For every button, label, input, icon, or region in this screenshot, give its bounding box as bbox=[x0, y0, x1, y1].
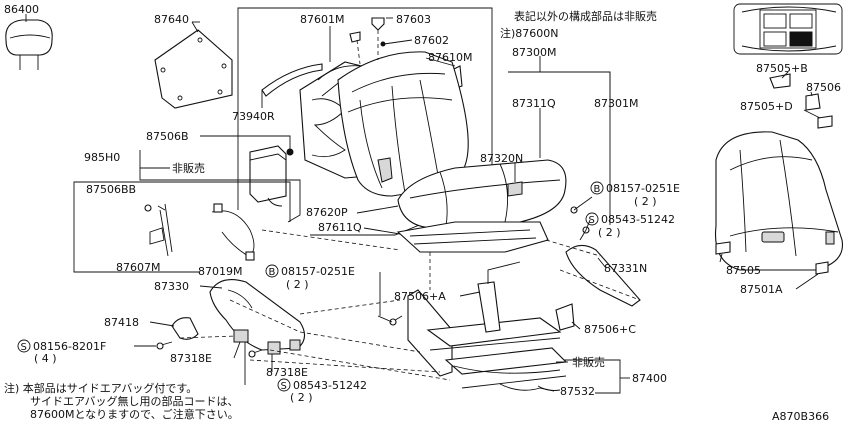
leader-lines bbox=[25, 14, 821, 392]
circle-b-1 bbox=[590, 181, 604, 195]
label-08157-b: 08157-0251E bbox=[281, 265, 355, 278]
back-board-part bbox=[154, 21, 233, 109]
label-87311Q: 87311Q bbox=[512, 97, 556, 110]
footnote-line-3: 87600Mとなりますので、ご注意下さい。 bbox=[30, 407, 239, 421]
label-87532: 87532 bbox=[560, 385, 595, 398]
seat-rail-frame-part bbox=[407, 281, 568, 391]
side-cover-87331N-part bbox=[565, 244, 641, 307]
harness-87019M-part bbox=[211, 203, 255, 261]
footnote-line-1: 注) 本部品はサイドエアバッグ付です。 bbox=[4, 381, 197, 395]
label-87506C: 87506+C bbox=[584, 323, 636, 336]
screw-08543-b-part bbox=[248, 349, 263, 358]
label-87505: 87505 bbox=[726, 264, 761, 277]
knob-87418-part bbox=[171, 317, 199, 340]
label-08157-b-qty: ( 2 ) bbox=[286, 278, 309, 291]
label-08157-a: 08157-0251E bbox=[606, 182, 680, 195]
label-87640: 87640 bbox=[154, 13, 189, 26]
cushion-frame-part bbox=[396, 221, 549, 253]
screw-08157-b-part bbox=[389, 315, 403, 326]
label-87501A: 87501A bbox=[740, 283, 783, 296]
label-08543-b-qty: ( 2 ) bbox=[290, 391, 313, 404]
label-87019M: 87019M bbox=[198, 265, 242, 278]
label-87603: 87603 bbox=[396, 13, 431, 26]
headrest-part bbox=[5, 19, 53, 70]
circle-s-2 bbox=[17, 339, 31, 353]
airbag-module-part bbox=[249, 145, 287, 207]
seatback-group-bracket bbox=[237, 7, 493, 236]
complete-seat-part bbox=[714, 131, 844, 275]
label-87602: 87602 bbox=[414, 34, 449, 47]
label-08156-qty: ( 4 ) bbox=[34, 352, 57, 365]
screw-08543-a-part bbox=[579, 226, 590, 241]
clip-87318E-a-part bbox=[233, 329, 249, 343]
label-08543-a-qty: ( 2 ) bbox=[598, 226, 621, 239]
screw-08156-part bbox=[156, 341, 173, 350]
circle-s-3-text: S bbox=[281, 381, 287, 392]
trim-87506-part bbox=[805, 93, 821, 111]
label-86400: 86400 bbox=[4, 3, 39, 16]
label-87505B: 87505+B bbox=[756, 62, 808, 75]
label-08157-a-qty: ( 2 ) bbox=[634, 195, 657, 208]
label-87607M: 87607M bbox=[116, 261, 160, 274]
harness-87607M-part bbox=[144, 203, 173, 257]
label-87611Q: 87611Q bbox=[318, 221, 362, 234]
label-87400: 87400 bbox=[632, 372, 667, 385]
circle-s-1 bbox=[585, 212, 599, 226]
figure-code: A870B366 bbox=[772, 410, 829, 423]
circle-s-2-text: S bbox=[21, 342, 27, 353]
label-08156: 08156-8201F bbox=[33, 340, 106, 353]
label-87506: 87506 bbox=[806, 81, 841, 94]
wire-73940R-part bbox=[261, 63, 323, 97]
label-87506A: 87506+A bbox=[394, 290, 446, 303]
label-87320N: 87320N bbox=[480, 152, 523, 165]
footnote-line-2: サイドエアバッグ無し用の部品コードは、 bbox=[30, 394, 239, 408]
label-87601M: 87601M bbox=[300, 13, 344, 26]
circle-b-2 bbox=[265, 264, 279, 278]
label-87610M: 87610M bbox=[428, 51, 472, 64]
bracket-87506C-part bbox=[555, 303, 575, 331]
label-nonsale-2: 非販売 bbox=[572, 356, 605, 369]
label-87301M: 87301M bbox=[594, 97, 638, 110]
seatback-cushion-part bbox=[337, 51, 469, 197]
circle-s-3 bbox=[277, 378, 291, 392]
label-985H0: 985H0 bbox=[84, 151, 120, 164]
label-87506B: 87506B bbox=[146, 130, 189, 143]
circle-b-1-text: B bbox=[594, 184, 601, 195]
header-note: 表記以外の構成部品は非販売 bbox=[514, 9, 657, 23]
label-87330: 87330 bbox=[154, 280, 189, 293]
label-87418: 87418 bbox=[104, 316, 139, 329]
label-87318E-b: 87318E bbox=[266, 366, 308, 379]
seat-cushion-part bbox=[397, 159, 567, 229]
label-08543-a: 08543-51242 bbox=[601, 213, 675, 226]
harness-group-box bbox=[73, 181, 291, 273]
circle-b-2-text: B bbox=[269, 267, 276, 278]
circle-s-1-text: S bbox=[589, 215, 595, 226]
trim-87505B-part bbox=[769, 73, 791, 89]
label-87300M: 87300M bbox=[512, 46, 556, 59]
label-87600N: 注)87600N bbox=[500, 26, 559, 40]
label-87620P: 87620P bbox=[306, 206, 348, 219]
label-87506BB: 87506BB bbox=[86, 183, 136, 196]
label-73940R: 73940R bbox=[232, 110, 275, 123]
label-87318E-a: 87318E bbox=[170, 352, 212, 365]
label-87505D: 87505+D bbox=[740, 100, 793, 113]
label-08543-b: 08543-51242 bbox=[293, 379, 367, 392]
label-87331N: 87331N bbox=[604, 262, 647, 275]
car-location-icon bbox=[733, 3, 843, 55]
clip-87603-part bbox=[371, 17, 385, 31]
clip-87602-part bbox=[349, 31, 386, 47]
label-nonsale-1: 非販売 bbox=[172, 162, 205, 175]
trim-87505D-part bbox=[817, 115, 833, 129]
